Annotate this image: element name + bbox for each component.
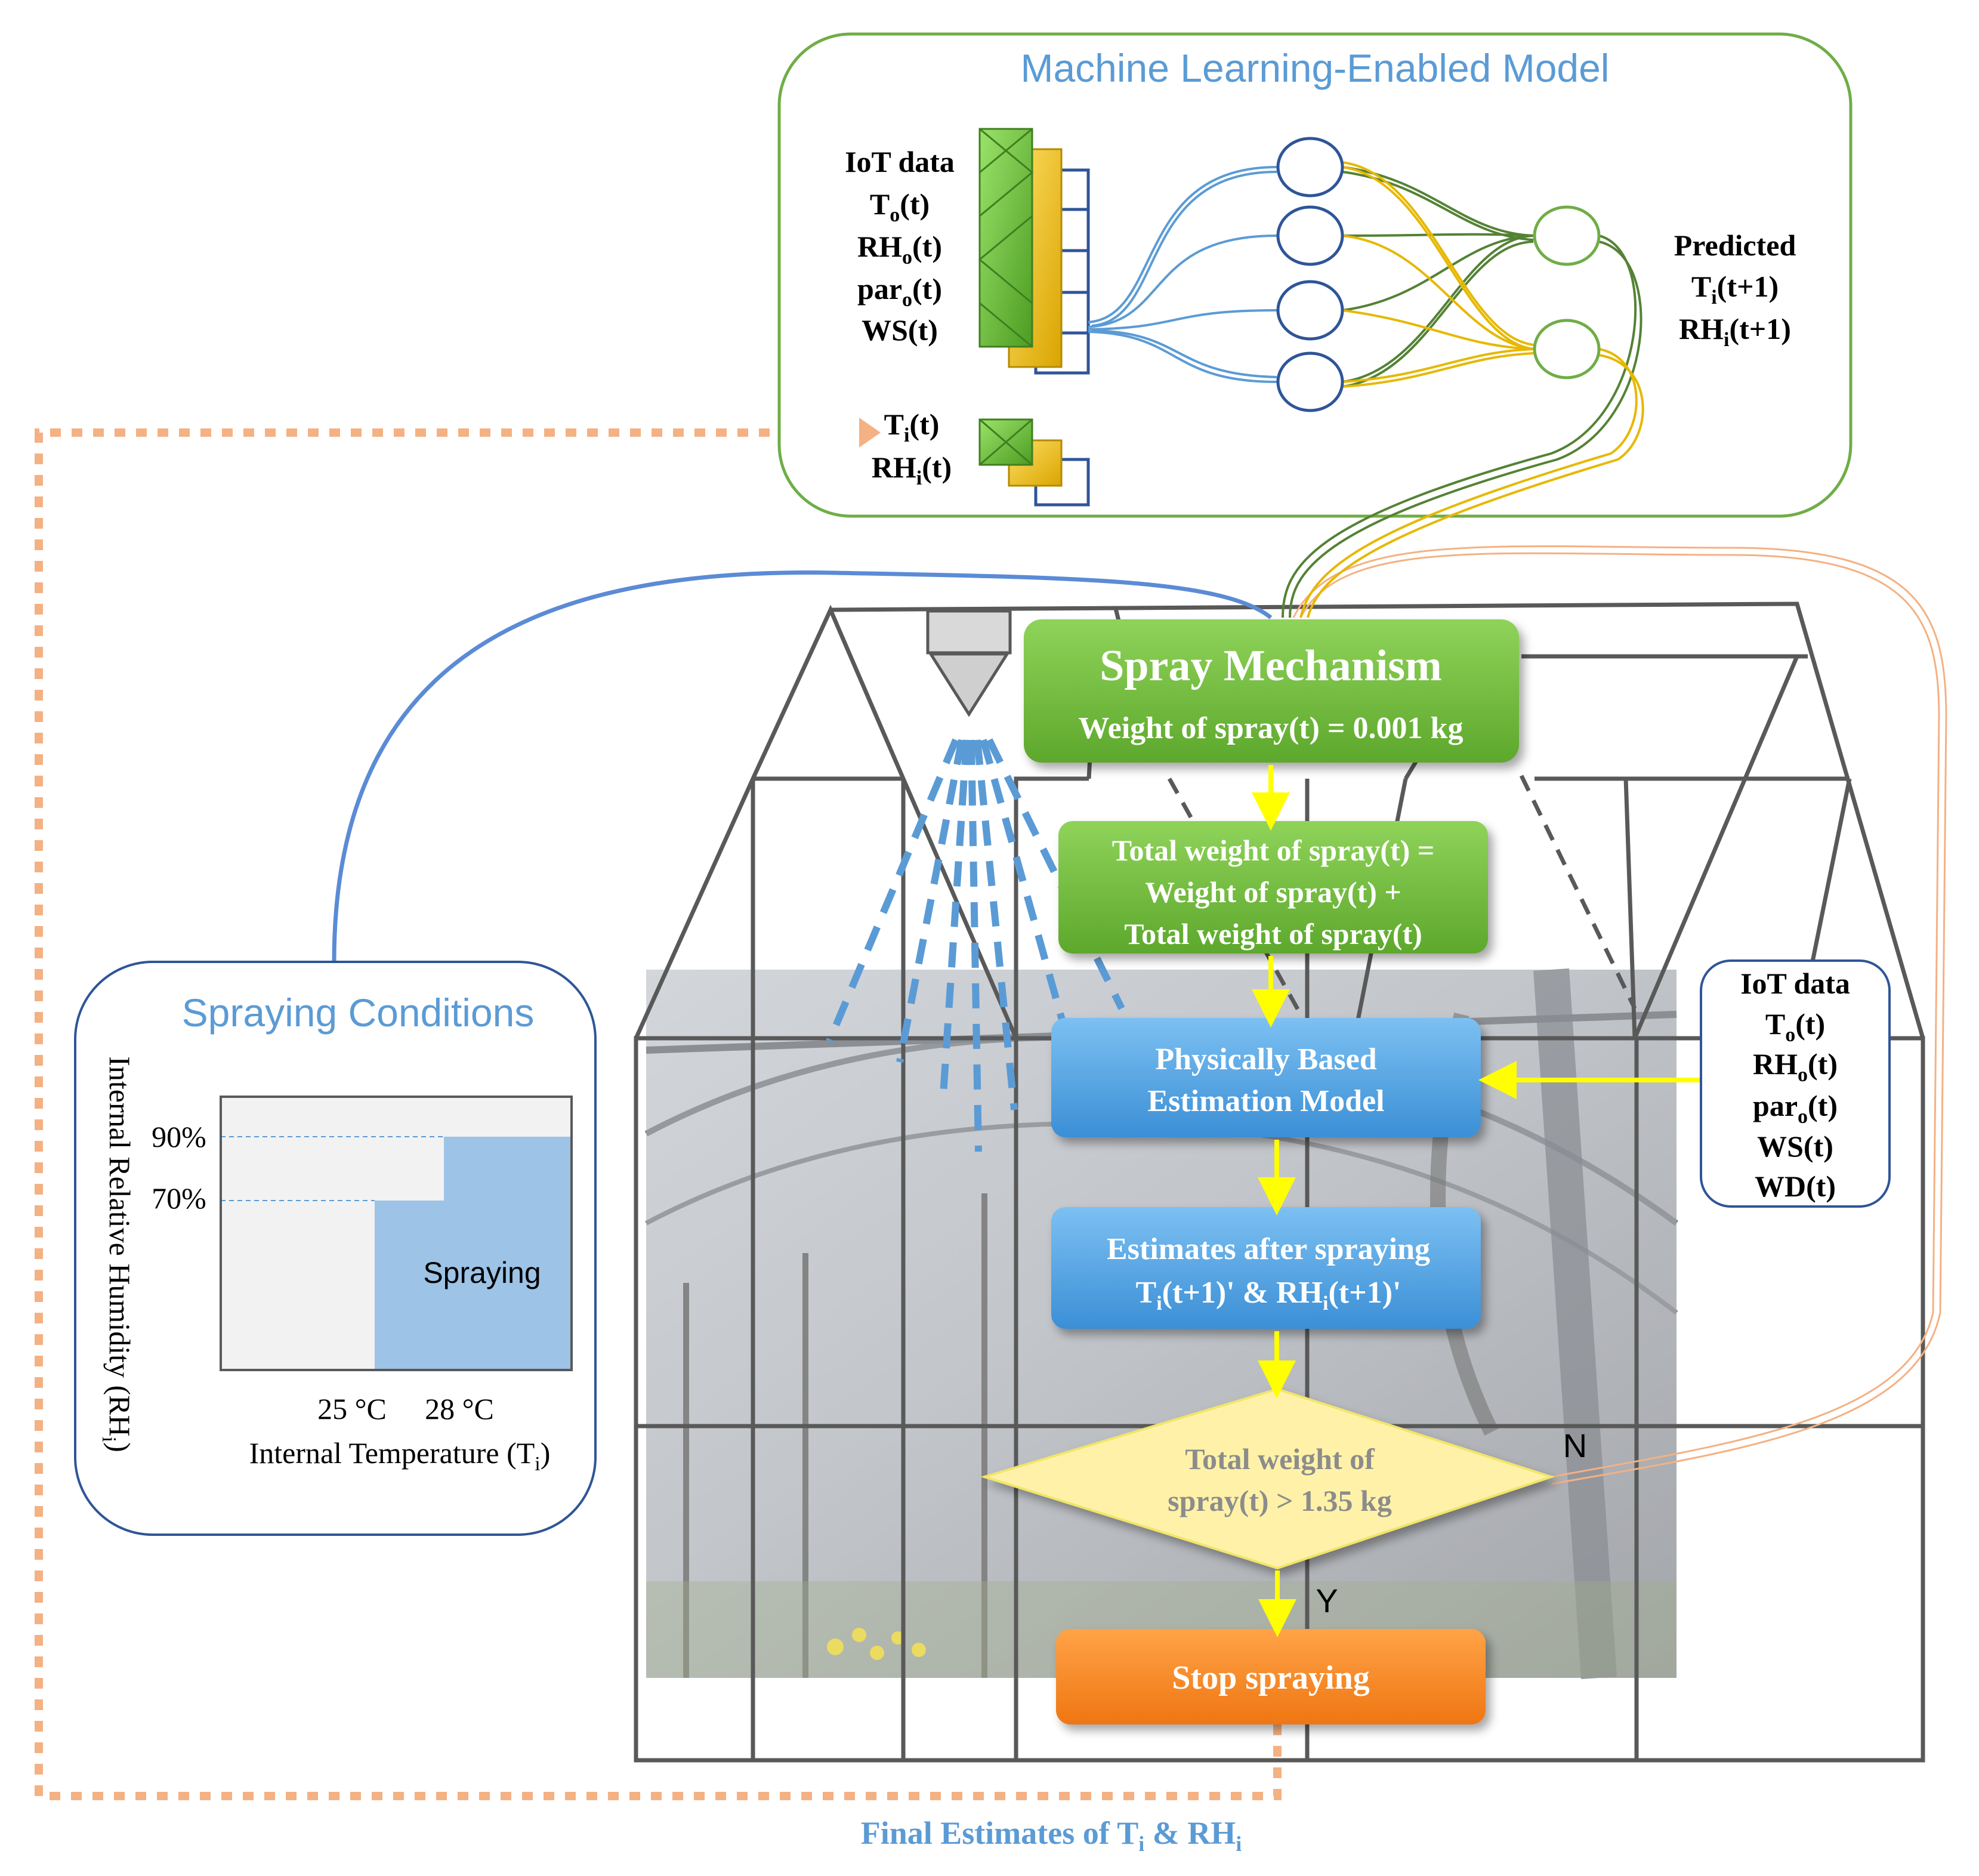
spray-weight-text: Weight of spray(t) = 0.001 kg <box>1079 711 1464 745</box>
iot-right-item-0: To(t) <box>1765 1007 1825 1046</box>
feedback-arrow <box>859 418 881 448</box>
feedback-label-1: RHi(t) <box>872 451 952 489</box>
iot-right-title: IoT data <box>1740 967 1850 1000</box>
decision-diamond <box>980 1387 1555 1570</box>
total-weight-line-0: Total weight of spray(t) = <box>1112 834 1435 867</box>
predicted-label: Predicted <box>1674 229 1796 262</box>
estimates-values: Ti(t+1)' & RHi(t+1)' <box>1136 1276 1401 1315</box>
spray-mechanism-title: Spray Mechanism <box>1100 641 1442 690</box>
total-weight-line-2: Total weight of spray(t) <box>1124 917 1422 951</box>
hidden-node-0 <box>1276 137 1344 198</box>
x-axis-label: Internal Temperature (Ti) <box>249 1436 551 1475</box>
spray-nozzle-icon <box>826 609 1125 1152</box>
estimates-title: Estimates after spraying <box>1107 1232 1430 1266</box>
no-label: N <box>1563 1427 1587 1464</box>
stop-spraying-label: Stop spraying <box>1172 1659 1369 1696</box>
iot-data-label: IoT data <box>845 145 955 178</box>
spray-mechanism-box <box>1024 619 1519 763</box>
feedback-label-0: Ti(t) <box>884 408 940 446</box>
conditions-link-curve <box>332 570 1273 962</box>
no-branch-loop <box>1292 545 1947 1485</box>
iot-data-right-panel <box>1700 959 1891 1208</box>
iot-right-item-1: RHo(t) <box>1753 1047 1838 1086</box>
yes-label: Y <box>1316 1582 1338 1619</box>
input-tensor-stack <box>978 128 1090 375</box>
physical-model-box <box>1051 1018 1481 1137</box>
estimates-box <box>1051 1207 1481 1329</box>
nn-nodes <box>1276 137 1601 412</box>
nn-hidden-edges-green <box>1342 166 1534 388</box>
iot-right-item-3: WS(t) <box>1757 1130 1833 1163</box>
decision-line-1: spray(t) > 1.35 kg <box>1168 1484 1392 1517</box>
spraying-region <box>375 1137 572 1370</box>
hidden-node-3 <box>1276 351 1344 412</box>
y-axis-label: Internal Relative Humidity (RHi) <box>98 1056 137 1452</box>
nn-input-edges <box>1088 166 1277 383</box>
flow-arrows <box>1252 765 1734 1637</box>
x-tick-25: 25 °C <box>317 1392 387 1425</box>
input-label-2: paro(t) <box>857 272 942 311</box>
iot-right-item-4: WD(t) <box>1755 1170 1836 1203</box>
x-tick-28: 28 °C <box>425 1392 494 1425</box>
stop-spraying-box <box>1056 1629 1486 1724</box>
spraying-region-label: Spraying <box>423 1256 541 1289</box>
ml-model-title: Machine Learning-Enabled Model <box>1021 46 1610 90</box>
hidden-node-1 <box>1276 205 1344 266</box>
y-tick-70: 70% <box>152 1181 206 1215</box>
feedback-tensor-stack <box>978 418 1090 507</box>
physical-model-line-0: Physically Based <box>1155 1042 1376 1076</box>
iot-right-item-2: paro(t) <box>1753 1089 1838 1128</box>
output-node-1 <box>1533 319 1601 379</box>
decision-line-0: Total weight of <box>1185 1442 1375 1476</box>
output-label-1: RHi(t+1) <box>1679 312 1791 351</box>
nn-output-edges <box>1282 234 1644 618</box>
hidden-node-2 <box>1276 280 1344 341</box>
spraying-conditions-title: Spraying Conditions <box>182 991 535 1035</box>
input-label-1: RHo(t) <box>857 230 942 269</box>
input-label-0: To(t) <box>870 187 930 226</box>
input-label-3: WS(t) <box>862 313 938 347</box>
output-node-0 <box>1533 205 1601 266</box>
physical-model-line-1: Estimation Model <box>1147 1084 1384 1118</box>
nn-hidden-edges-yellow <box>1342 161 1534 388</box>
final-estimates-loop <box>35 428 1282 1800</box>
total-weight-line-1: Weight of spray(t) + <box>1145 875 1401 909</box>
final-estimates-label: Final Estimates of Ti & RHi <box>861 1815 1242 1856</box>
conditions-chart: Spraying <box>220 1096 573 1371</box>
iot-input-labels: IoT data To(t) RHo(t) paro(t) WS(t) Ti(t… <box>845 145 1796 489</box>
output-label-0: Ti(t+1) <box>1691 270 1779 308</box>
y-tick-90: 90% <box>152 1120 206 1153</box>
total-weight-box <box>1058 821 1488 954</box>
